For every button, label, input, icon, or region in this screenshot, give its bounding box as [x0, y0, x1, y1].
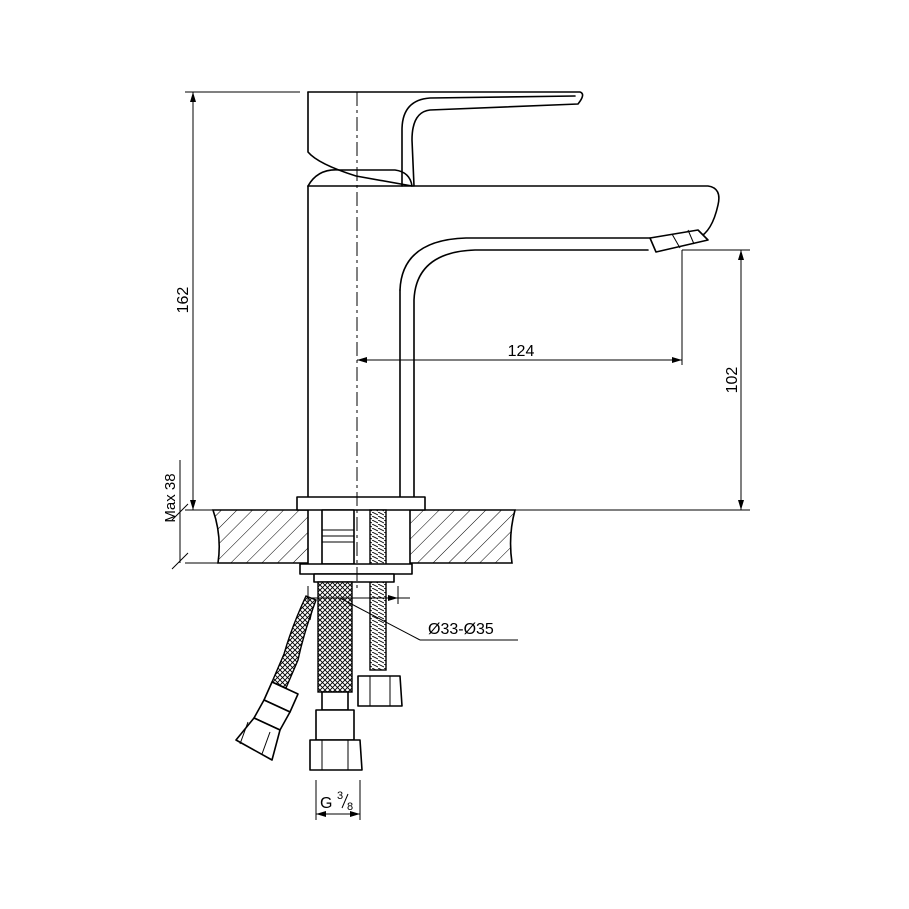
supply-hoses: [235, 581, 363, 771]
dim-spout-reach: 124: [508, 343, 535, 360]
dim-hole-diameter: Ø33-Ø35: [428, 621, 494, 638]
dim-spout-height: 102: [724, 367, 741, 394]
dim-thread-prefix: G: [320, 795, 332, 812]
dim-height-total: 162: [175, 287, 192, 314]
under-counter-assembly: [299, 509, 413, 707]
faucet-handle: [307, 91, 584, 187]
dimension-labels: 162 Max 38 124 102 Ø33-Ø35 G 3 8: [162, 287, 741, 813]
base-flange: [296, 496, 426, 511]
dim-thread-den: 8: [347, 801, 353, 813]
faucet-body: [307, 169, 720, 498]
countertop-section: [211, 509, 517, 564]
dim-thread-num: 3: [337, 790, 343, 802]
dimension-lines: [171, 91, 750, 820]
dim-countertop-max: Max 38: [162, 473, 179, 522]
